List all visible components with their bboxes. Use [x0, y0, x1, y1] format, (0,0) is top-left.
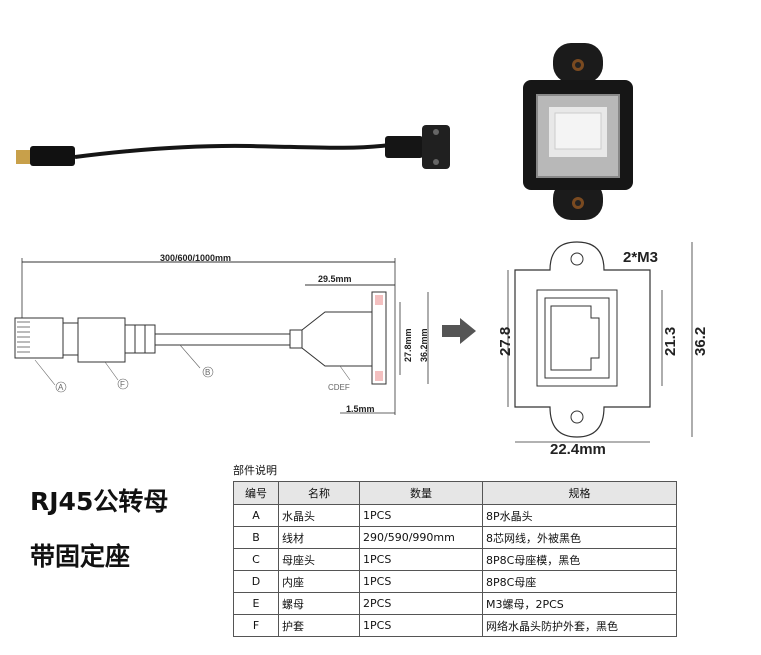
table-header-row: 编号 名称 数量 规格: [233, 481, 677, 505]
outer-dim: 36.2: [692, 327, 709, 356]
table-caption: 部件说明: [233, 464, 277, 477]
table-row: F 护套 1PCS 网络水晶头防护外套，黑色: [233, 614, 677, 637]
row-id: F: [233, 614, 279, 637]
side-view-drawing: 300/600/1000mm 29.5mm 27.8mm 36.2mm 1.5m…: [14, 253, 429, 415]
arrow-right-icon: [442, 318, 476, 344]
row-spec: 网络水晶头防护外套，黑色: [482, 614, 677, 637]
height-36-label: 36.2mm: [419, 328, 429, 362]
length-29-label: 29.5mm: [318, 274, 352, 284]
callout-a: A: [58, 383, 64, 392]
jack-flange: [422, 125, 450, 169]
height-27-label: 27.8mm: [403, 328, 413, 362]
row-spec: 8P8C母座模，黑色: [482, 548, 677, 571]
product-title-line2: 带固定座: [30, 542, 131, 571]
jack-photo: [523, 43, 633, 220]
thickness-label: 1.5mm: [346, 404, 375, 414]
row-qty: 1PCS: [359, 504, 483, 527]
front-view-drawing: 2*M3 27.8 21.3 36.2 22.4mm: [497, 241, 709, 458]
row-qty: 1PCS: [359, 548, 483, 571]
callout-b: B: [205, 368, 210, 377]
row-qty: 1PCS: [359, 614, 483, 637]
row-spec: M3螺母，2PCS: [482, 592, 677, 615]
row-id: C: [233, 548, 279, 571]
row-qty: 2PCS: [359, 592, 483, 615]
screw-label: 2*M3: [623, 249, 658, 266]
header-spec: 规格: [482, 481, 677, 505]
width-dim: 22.4mm: [550, 441, 606, 458]
table-row: E 螺母 2PCS M3螺母，2PCS: [233, 592, 677, 615]
plug-contacts: [16, 150, 34, 164]
cable-wire: [74, 143, 391, 159]
cable-photo: [16, 125, 450, 169]
row-id: D: [233, 570, 279, 593]
row-name: 线材: [278, 526, 360, 549]
row-qty: 1PCS: [359, 570, 483, 593]
row-id: B: [233, 526, 279, 549]
table-row: C 母座头 1PCS 8P8C母座模，黑色: [233, 548, 677, 571]
left-dim: 27.8: [497, 327, 514, 356]
callout-cdef: CDEF: [328, 383, 350, 392]
row-name: 螺母: [278, 592, 360, 615]
row-name: 护套: [278, 614, 360, 637]
table-row: B 线材 290/590/990mm 8芯网线，外被黑色: [233, 526, 677, 549]
row-spec: 8P水晶头: [482, 504, 677, 527]
header-name: 名称: [278, 481, 360, 505]
table-row: A 水晶头 1PCS 8P水晶头: [233, 504, 677, 527]
row-spec: 8P8C母座: [482, 570, 677, 593]
callout-f: F: [120, 380, 125, 389]
row-name: 水晶头: [278, 504, 360, 527]
header-id: 编号: [233, 481, 279, 505]
table-row: D 内座 1PCS 8P8C母座: [233, 570, 677, 593]
row-id: A: [233, 504, 279, 527]
row-qty: 290/590/990mm: [359, 526, 483, 549]
product-title-line1: RJ45公转母: [30, 487, 169, 516]
row-id: E: [233, 592, 279, 615]
header-qty: 数量: [359, 481, 483, 505]
inner-dim: 21.3: [662, 327, 679, 356]
plug-boot: [30, 146, 75, 166]
total-length-label: 300/600/1000mm: [160, 253, 231, 263]
row-name: 内座: [278, 570, 360, 593]
row-name: 母座头: [278, 548, 360, 571]
row-spec: 8芯网线，外被黑色: [482, 526, 677, 549]
jack-body: [385, 136, 423, 158]
parts-table: 编号 名称 数量 规格 A 水晶头 1PCS 8P水晶头 B 线材 290/59…: [233, 481, 677, 637]
